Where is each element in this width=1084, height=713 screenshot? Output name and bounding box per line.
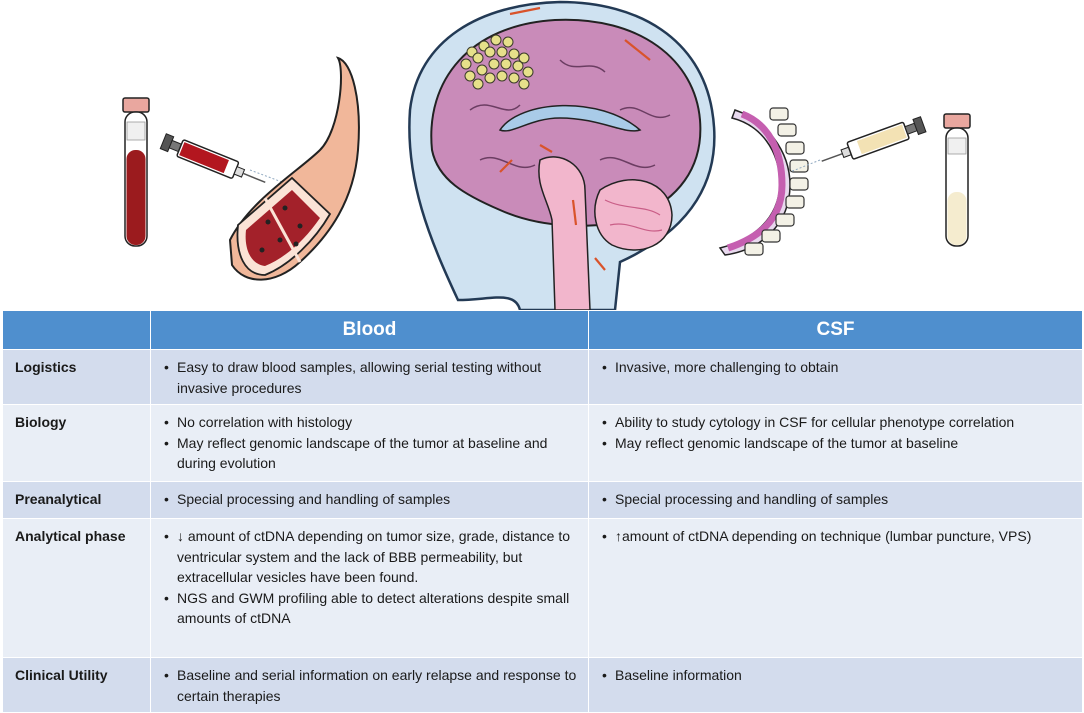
blood-cell: No correlation with histology May reflec… xyxy=(150,404,589,482)
csf-cell: Special processing and handling of sampl… xyxy=(588,481,1083,519)
spine-icon xyxy=(718,107,809,256)
csf-cell: Invasive, more challenging to obtain xyxy=(588,349,1083,405)
blood-cell: Baseline and serial information on early… xyxy=(150,657,589,713)
blood-tube-icon xyxy=(122,97,150,247)
row-label: Preanalytical xyxy=(2,481,151,519)
list-item: NGS and GWM profiling able to detect alt… xyxy=(164,588,580,629)
list-item: Baseline information xyxy=(602,665,1074,686)
illustration xyxy=(122,0,971,310)
blood-syringe-icon xyxy=(159,133,266,184)
row-label: Logistics xyxy=(2,349,151,405)
list-item: Special processing and handling of sampl… xyxy=(164,489,580,510)
row-label: Analytical phase xyxy=(2,518,151,658)
csf-cell: ↑amount of ctDNA depending on technique … xyxy=(588,518,1083,658)
brain-icon xyxy=(408,0,716,310)
header-csf: CSF xyxy=(588,310,1083,350)
blood-cell: Easy to draw blood samples, allowing ser… xyxy=(150,349,589,405)
list-item: Invasive, more challenging to obtain xyxy=(602,357,1074,378)
header-blood: Blood xyxy=(150,310,589,350)
csf-tube-icon xyxy=(943,113,971,247)
table-row: Biology No correlation with histology Ma… xyxy=(2,404,1083,482)
blood-vessel-icon xyxy=(228,56,360,281)
csf-syringe-icon xyxy=(821,116,927,162)
list-item: ↓ amount of ctDNA depending on tumor siz… xyxy=(164,526,580,588)
header-row: Blood CSF xyxy=(2,310,1083,350)
blood-cell: Special processing and handling of sampl… xyxy=(150,481,589,519)
list-item: Easy to draw blood samples, allowing ser… xyxy=(164,357,580,398)
comparison-table: Blood CSF Logistics Easy to draw blood s… xyxy=(2,310,1083,713)
list-item: May reflect genomic landscape of the tum… xyxy=(164,433,580,474)
blood-cell: ↓ amount of ctDNA depending on tumor siz… xyxy=(150,518,589,658)
row-label: Clinical Utility xyxy=(2,657,151,713)
list-item: Ability to study cytology in CSF for cel… xyxy=(602,412,1074,433)
table-row: Preanalytical Special processing and han… xyxy=(2,481,1083,519)
list-item: No correlation with histology xyxy=(164,412,580,433)
header-corner xyxy=(2,310,151,350)
csf-cell: Ability to study cytology in CSF for cel… xyxy=(588,404,1083,482)
table-row: Logistics Easy to draw blood samples, al… xyxy=(2,349,1083,405)
table-row: Analytical phase ↓ amount of ctDNA depen… xyxy=(2,518,1083,658)
list-item: May reflect genomic landscape of the tum… xyxy=(602,433,1074,454)
table-row: Clinical Utility Baseline and serial inf… xyxy=(2,657,1083,713)
list-item: Special processing and handling of sampl… xyxy=(602,489,1074,510)
list-item: ↑amount of ctDNA depending on technique … xyxy=(602,526,1074,547)
row-label: Biology xyxy=(2,404,151,482)
csf-cell: Baseline information xyxy=(588,657,1083,713)
list-item: Baseline and serial information on early… xyxy=(164,665,580,706)
